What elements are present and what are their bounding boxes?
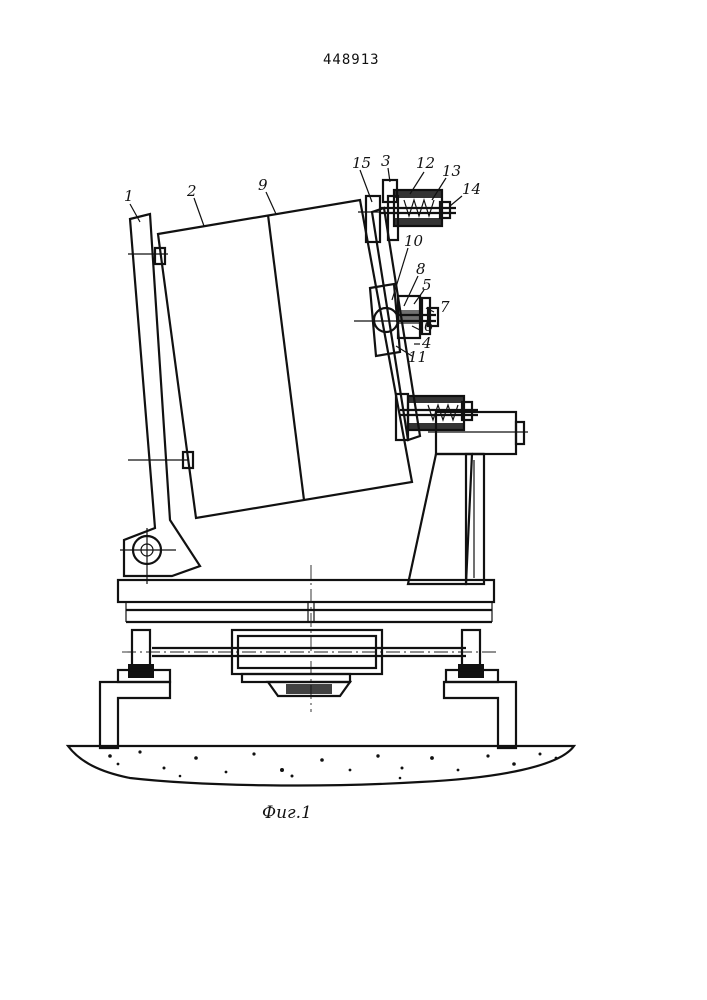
figure-caption: Фиг.1 [262,803,312,823]
drive-shaft [122,630,496,696]
label-9: 9 [258,176,268,194]
reference-labels: 1 2 9 15 3 12 13 14 10 8 5 7 6 4 11 [124,152,481,366]
right-support [408,412,528,584]
label-10: 10 [404,232,424,250]
label-1: 1 [124,187,134,205]
label-11: 11 [408,348,427,366]
patent-number: 448913 [323,52,380,68]
label-6: 6 [424,317,434,335]
label-2: 2 [186,182,197,200]
label-15: 15 [352,154,371,172]
tilting-body [158,200,412,518]
label-5: 5 [422,276,432,294]
label-3: 3 [381,152,391,170]
label-14: 14 [462,180,481,198]
label-12: 12 [416,154,435,172]
label-7: 7 [440,298,450,316]
label-13: 13 [442,162,461,180]
ground [68,746,574,785]
